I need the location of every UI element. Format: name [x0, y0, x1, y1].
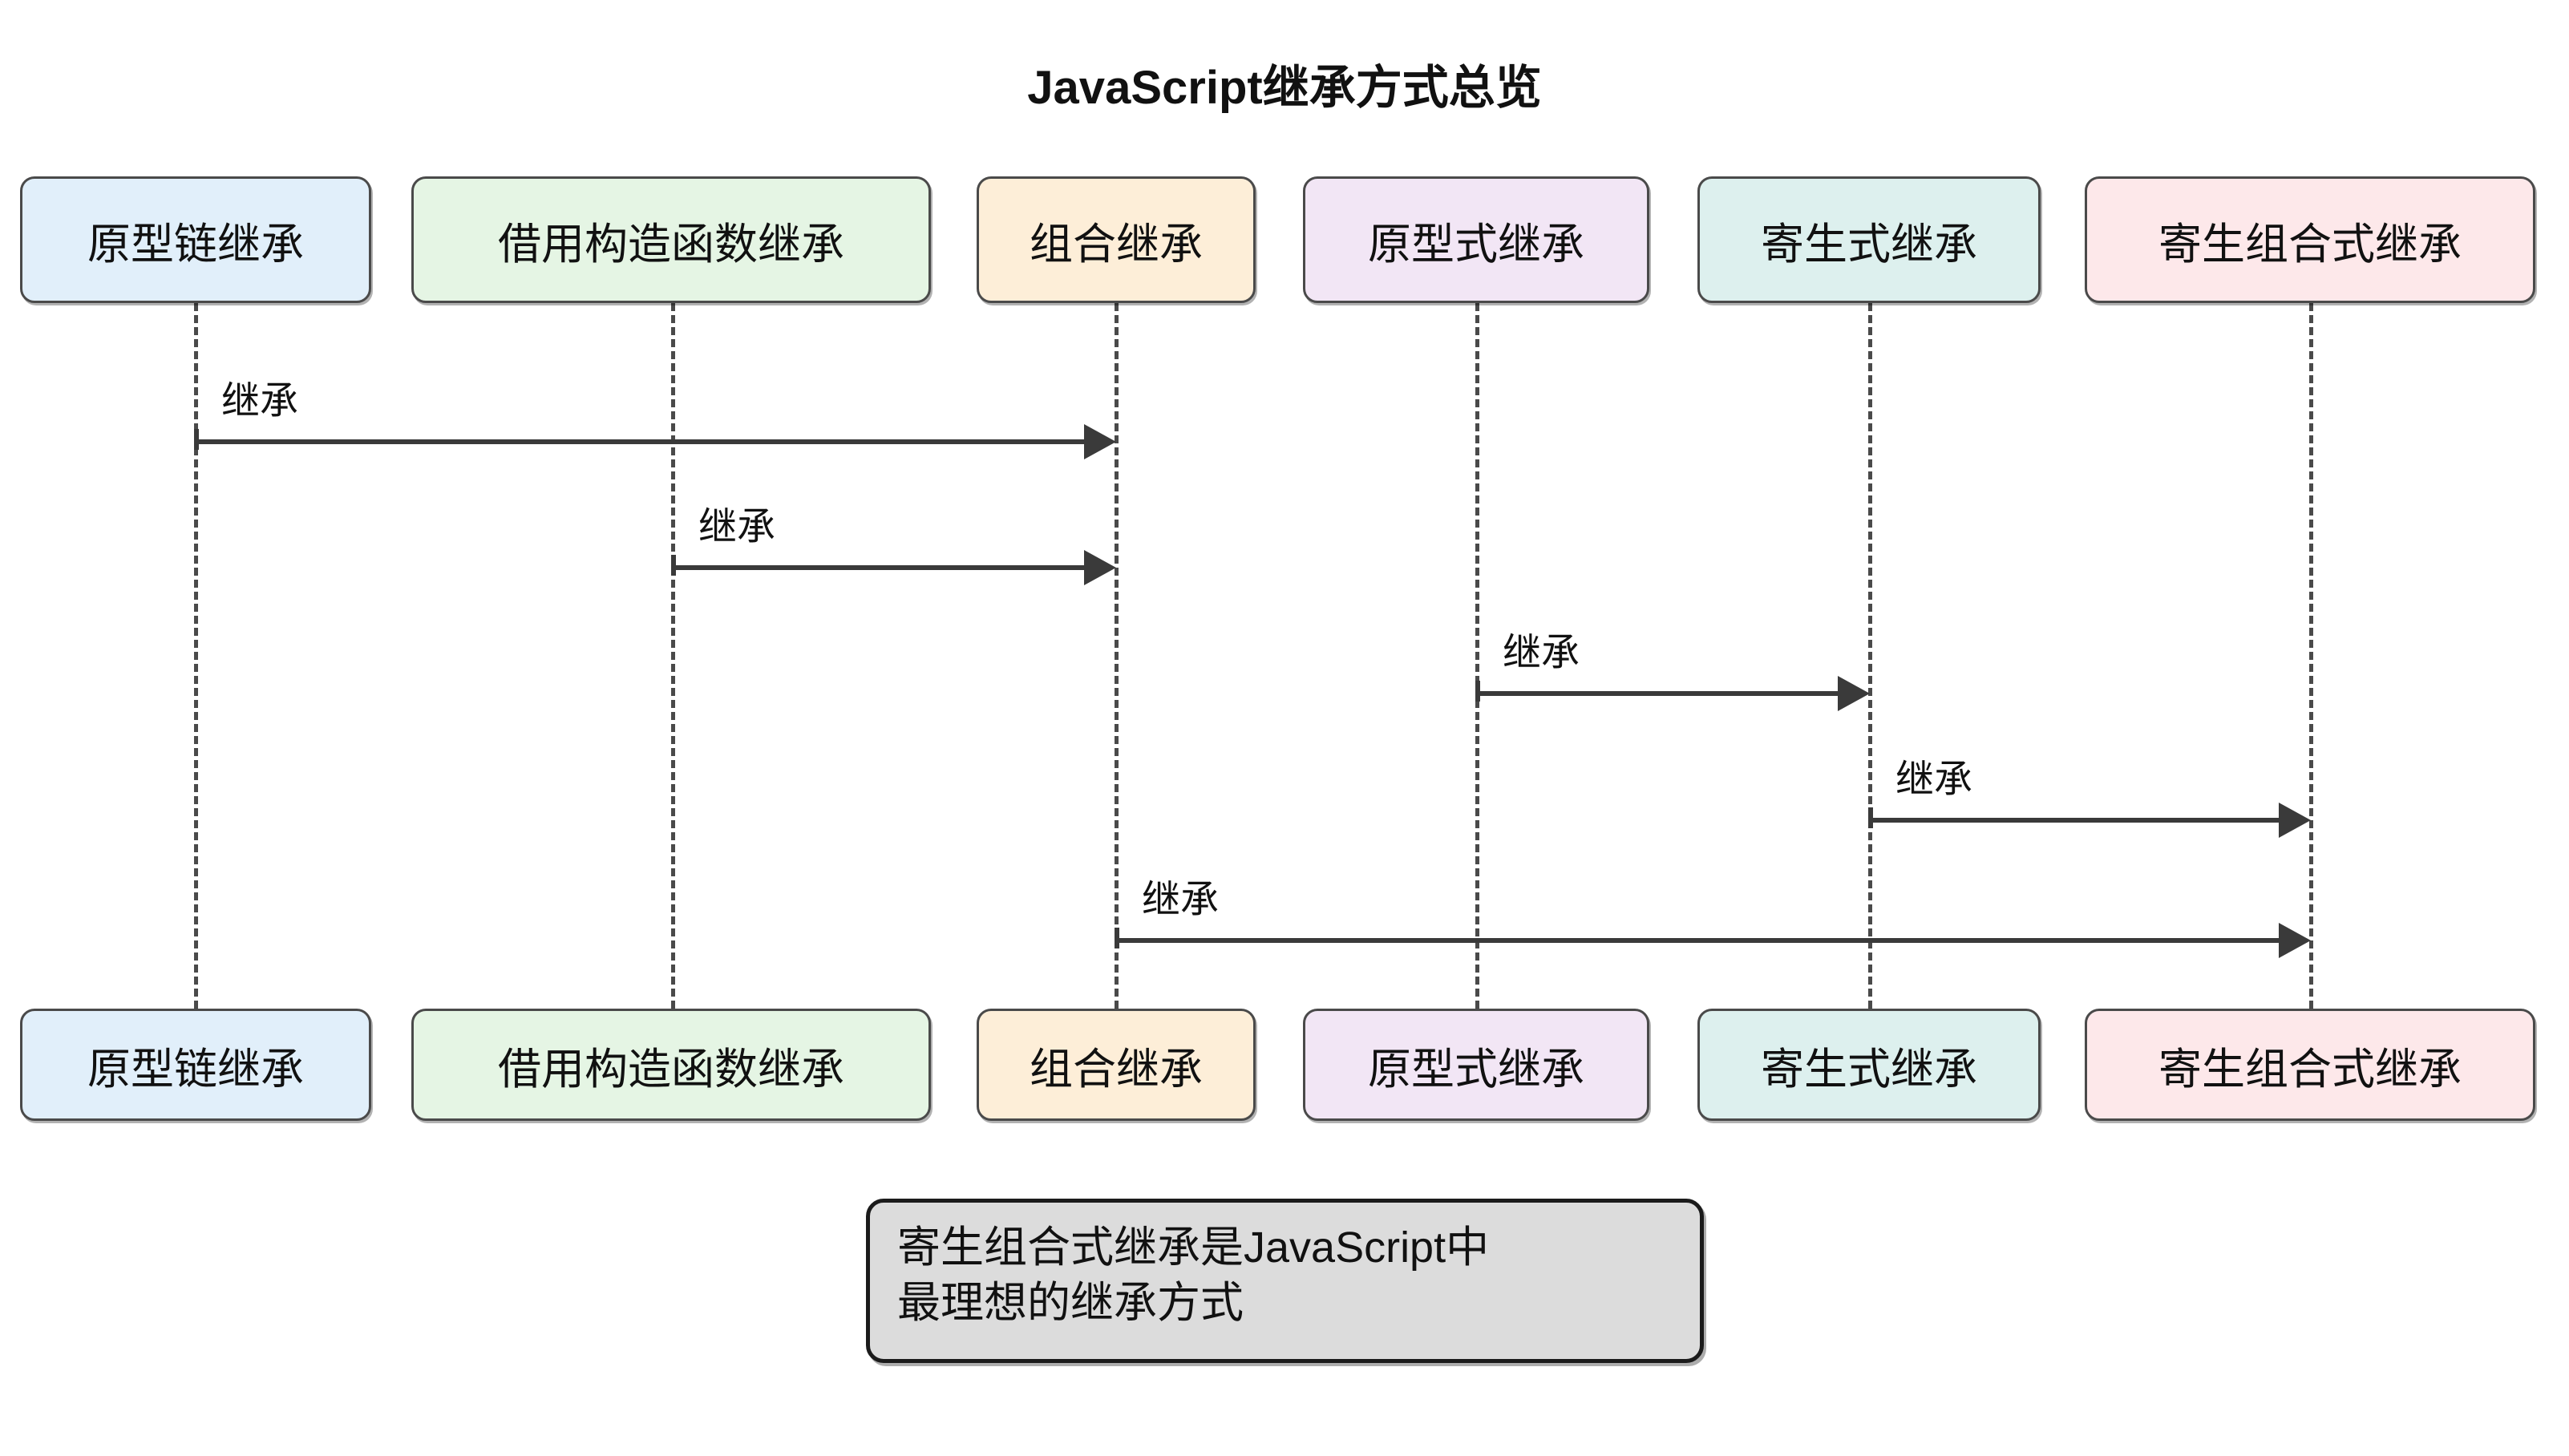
message-label-m2: 继承 — [698, 506, 776, 548]
participant-label: 原型式继承 — [1368, 220, 1584, 269]
message-label-m4: 继承 — [1895, 758, 1973, 801]
participant-box-top-p5[interactable]: 寄生式继承 — [1697, 176, 2041, 303]
participant-label: 组合继承 — [1030, 220, 1203, 269]
message-label-m3: 继承 — [1503, 632, 1580, 674]
participant-label: 借用构造函数继承 — [498, 1045, 844, 1094]
participant-label: 寄生组合式继承 — [2158, 1045, 2462, 1094]
participant-label: 寄生式继承 — [1761, 220, 1977, 269]
message-arrowhead-m3 — [1838, 676, 1870, 711]
participant-box-bottom-p3[interactable]: 组合继承 — [977, 1009, 1256, 1121]
participant-label: 寄生组合式继承 — [2158, 220, 2462, 269]
message-line-m3 — [1475, 691, 1838, 696]
message-label-m5: 继承 — [1142, 879, 1220, 921]
participant-label: 原型链继承 — [87, 1045, 304, 1094]
message-arrowhead-m4 — [2279, 803, 2311, 838]
diagram-title: JavaScript继承方式总览 — [1027, 62, 1542, 114]
participant-label: 寄生式继承 — [1761, 1045, 1977, 1094]
lifeline-p5 — [1868, 303, 1872, 1009]
participant-box-bottom-p5[interactable]: 寄生式继承 — [1697, 1009, 2041, 1121]
participant-box-bottom-p2[interactable]: 借用构造函数继承 — [411, 1009, 931, 1121]
participant-box-top-p2[interactable]: 借用构造函数继承 — [411, 176, 931, 303]
participant-box-top-p3[interactable]: 组合继承 — [977, 176, 1256, 303]
message-arrowhead-m2 — [1084, 550, 1116, 585]
participant-label: 借用构造函数继承 — [498, 220, 844, 269]
participant-box-top-p6[interactable]: 寄生组合式继承 — [2085, 176, 2535, 303]
participant-label: 原型链继承 — [87, 220, 304, 269]
participant-label: 原型式继承 — [1368, 1045, 1584, 1094]
lifeline-p6 — [2309, 303, 2313, 1009]
lifeline-p2 — [671, 303, 675, 1009]
participant-label: 组合继承 — [1030, 1045, 1203, 1094]
participant-box-bottom-p6[interactable]: 寄生组合式继承 — [2085, 1009, 2535, 1121]
note-box: 寄生组合式继承是JavaScript中 最理想的继承方式 — [866, 1199, 1704, 1363]
note-line-2: 最理想的继承方式 — [897, 1279, 1244, 1328]
message-line-m5 — [1115, 938, 2279, 943]
participant-box-top-p4[interactable]: 原型式继承 — [1303, 176, 1649, 303]
lifeline-p3 — [1115, 303, 1119, 1009]
lifeline-p4 — [1475, 303, 1479, 1009]
note-line-1: 寄生组合式继承是JavaScript中 — [897, 1223, 1490, 1272]
participant-box-top-p1[interactable]: 原型链继承 — [20, 176, 371, 303]
participant-box-bottom-p4[interactable]: 原型式继承 — [1303, 1009, 1649, 1121]
message-arrowhead-m1 — [1084, 424, 1116, 459]
participant-box-bottom-p1[interactable]: 原型链继承 — [20, 1009, 371, 1121]
message-arrowhead-m5 — [2279, 923, 2311, 958]
lifeline-p1 — [194, 303, 198, 1009]
message-label-m1: 继承 — [221, 380, 299, 423]
message-line-m4 — [1868, 818, 2279, 823]
message-line-m2 — [671, 565, 1084, 570]
message-line-m1 — [194, 439, 1084, 444]
